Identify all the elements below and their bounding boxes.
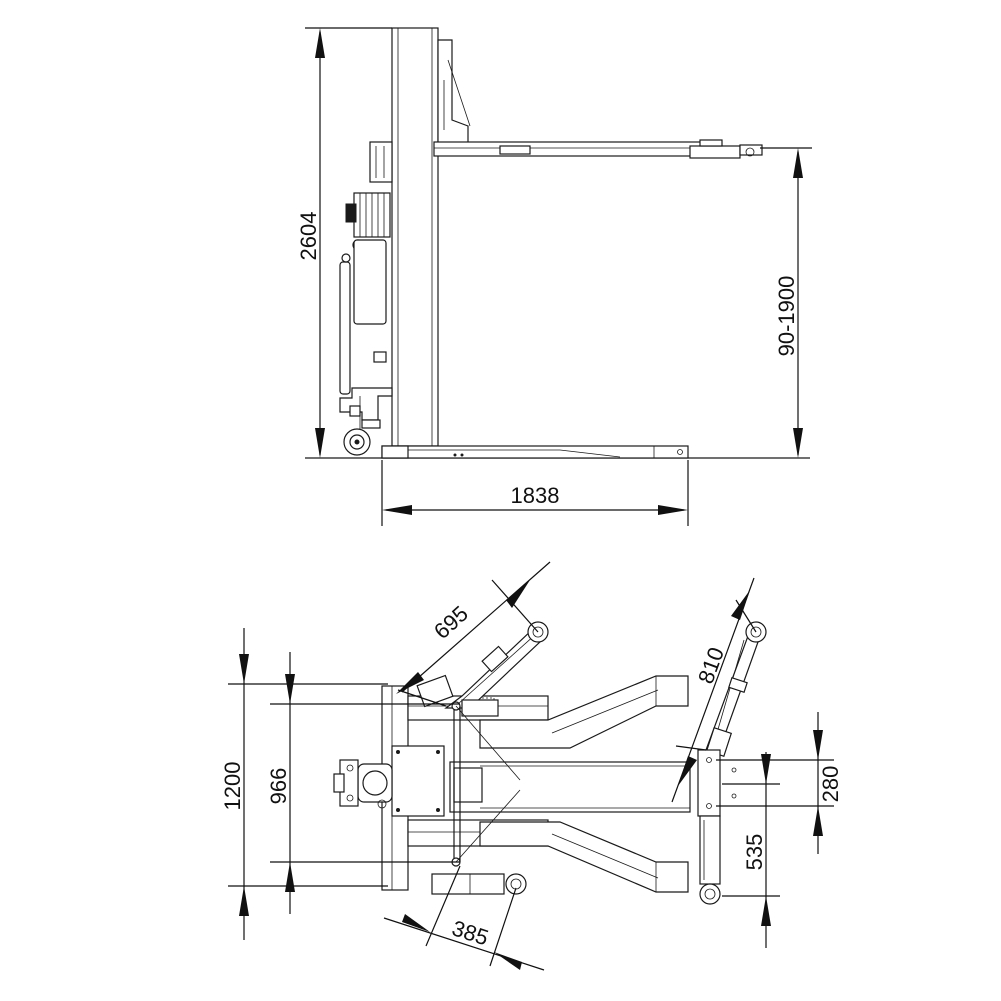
base-rail-top xyxy=(449,761,691,813)
control-box xyxy=(369,141,393,183)
caster-wheel-side xyxy=(343,428,371,456)
lift-carriage xyxy=(437,39,471,151)
pump-motor-top xyxy=(333,745,445,817)
dimension-offset-label: 280 xyxy=(818,766,843,803)
dimension-base-length-label: 1838 xyxy=(511,483,560,508)
dimension-height-label: 2604 xyxy=(296,212,321,261)
hydraulic-tank xyxy=(339,239,387,395)
dimension-width-outer: 1200 xyxy=(220,628,388,940)
lift-arm-pivot xyxy=(431,873,527,895)
lift-arm-long xyxy=(705,621,767,757)
base-frame-side xyxy=(381,445,689,459)
valve-box xyxy=(373,351,387,363)
lift-arm-side xyxy=(433,139,763,159)
dimension-width-inner-label: 966 xyxy=(266,768,291,805)
dimension-half-width-label: 535 xyxy=(742,834,767,871)
dimension-width-inner: 966 xyxy=(266,652,460,914)
dimension-arm-short-label: 695 xyxy=(429,601,473,644)
dimension-offset: 280 xyxy=(716,712,843,854)
side-view: 2604 90-1900 1838 xyxy=(296,27,812,526)
base-leg-lower xyxy=(479,821,689,893)
pump-base xyxy=(339,387,393,430)
lift-column xyxy=(391,27,439,447)
dimension-base-length: 1838 xyxy=(381,460,689,526)
dimension-half-width: 535 xyxy=(722,752,780,948)
dimension-height: 2604 xyxy=(296,27,392,458)
dimension-pivot-label: 385 xyxy=(449,915,492,950)
top-view: 1200 966 280 535 xyxy=(220,561,843,971)
right-pivot-block xyxy=(697,749,737,905)
dimension-width-outer-label: 1200 xyxy=(220,762,245,811)
dimension-arm-long-label: 810 xyxy=(693,644,729,687)
dimension-lift-range-label: 90-1900 xyxy=(774,276,799,357)
dimension-lift-range: 90-1900 xyxy=(760,147,812,458)
pivot-spine xyxy=(451,701,521,867)
